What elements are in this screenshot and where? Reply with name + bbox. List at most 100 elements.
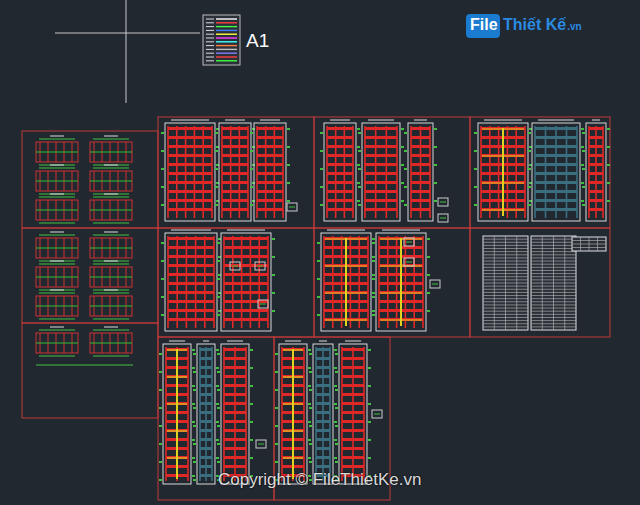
floor-plan (90, 267, 132, 287)
cad-line (186, 236, 188, 328)
tag (192, 421, 195, 423)
cad-line (292, 347, 294, 481)
beam (222, 190, 248, 193)
cad-line (104, 232, 118, 233)
tag (250, 168, 253, 170)
tag (215, 168, 218, 170)
floor-plan (36, 171, 78, 191)
sheet-frame (470, 117, 610, 228)
tag (216, 349, 219, 351)
cad-line (167, 403, 187, 404)
beam (257, 136, 283, 139)
cad-line (39, 165, 75, 166)
cad-line (39, 235, 75, 236)
tag (287, 146, 290, 148)
cad-line (227, 230, 265, 231)
cad-line (90, 248, 132, 249)
elevation-panel (362, 123, 400, 221)
cad-line (93, 290, 129, 291)
floor-plan (90, 238, 132, 258)
beam (168, 246, 214, 249)
cad-line (39, 168, 75, 169)
tag (250, 457, 253, 459)
logo-text: File (470, 16, 498, 34)
cad-line (327, 230, 365, 231)
tag (161, 242, 164, 244)
watermark: Copyright © FileThietKe.vn (218, 470, 421, 490)
cad-line (494, 236, 495, 330)
elevation-panel (165, 123, 215, 221)
tag (581, 146, 584, 148)
cad-line (265, 126, 267, 218)
cad-line (364, 126, 366, 218)
cad-line (206, 41, 214, 42)
cad-line (420, 126, 422, 218)
beam (327, 181, 353, 184)
cad-line (566, 126, 568, 218)
beam (168, 300, 214, 303)
floor-plan (90, 200, 132, 220)
tag (334, 385, 337, 387)
cad-line (36, 343, 78, 344)
tag (434, 164, 437, 166)
tag (193, 371, 196, 373)
tag (474, 204, 477, 206)
elevation-panel (339, 344, 367, 484)
tag (275, 371, 278, 373)
beam (168, 237, 214, 240)
tag (159, 479, 162, 481)
tag (357, 164, 360, 166)
tag (404, 186, 407, 188)
tag (404, 150, 407, 152)
tag (287, 200, 290, 202)
cad-line (167, 349, 187, 350)
cad-line (206, 30, 214, 31)
tag (582, 168, 585, 170)
tag (335, 407, 338, 409)
floor-plan (36, 333, 78, 353)
tag (217, 314, 220, 316)
cad-line (90, 210, 132, 211)
cad-line (90, 277, 132, 278)
cad-line (202, 126, 204, 218)
cad-line (206, 22, 214, 23)
beam (168, 291, 214, 294)
cad-line (104, 136, 118, 137)
tag (217, 461, 220, 463)
beam (168, 172, 212, 175)
beam (168, 208, 212, 211)
cad-line (267, 236, 269, 328)
cad-line (289, 207, 295, 208)
cad-line (221, 126, 223, 218)
elevation-panel (279, 344, 307, 484)
cad-line (507, 126, 509, 218)
tag (335, 461, 338, 463)
cad-line (482, 209, 524, 210)
tag (404, 204, 407, 206)
cad-line (104, 327, 118, 328)
beam (224, 246, 268, 249)
beam (257, 145, 283, 148)
floor-plan (36, 200, 78, 220)
cad-line (216, 26, 237, 27)
tag (193, 425, 196, 427)
cad-line (545, 126, 547, 218)
tag (192, 403, 195, 405)
cad-line (216, 22, 237, 23)
cad-line (216, 53, 237, 54)
cad-line (50, 327, 64, 328)
cad-line (505, 236, 506, 330)
tag (368, 385, 371, 387)
cad-line (211, 347, 213, 481)
elevation-panel (221, 344, 249, 484)
cad-line (36, 152, 78, 153)
cad-line (185, 126, 187, 218)
cad-line (93, 165, 129, 166)
sheet-size: A1 (246, 30, 269, 52)
cad-line (36, 181, 78, 182)
beam (257, 181, 283, 184)
cad-line (256, 126, 258, 218)
beam (168, 282, 214, 285)
cad-line (413, 236, 415, 328)
cad-line (363, 347, 365, 481)
